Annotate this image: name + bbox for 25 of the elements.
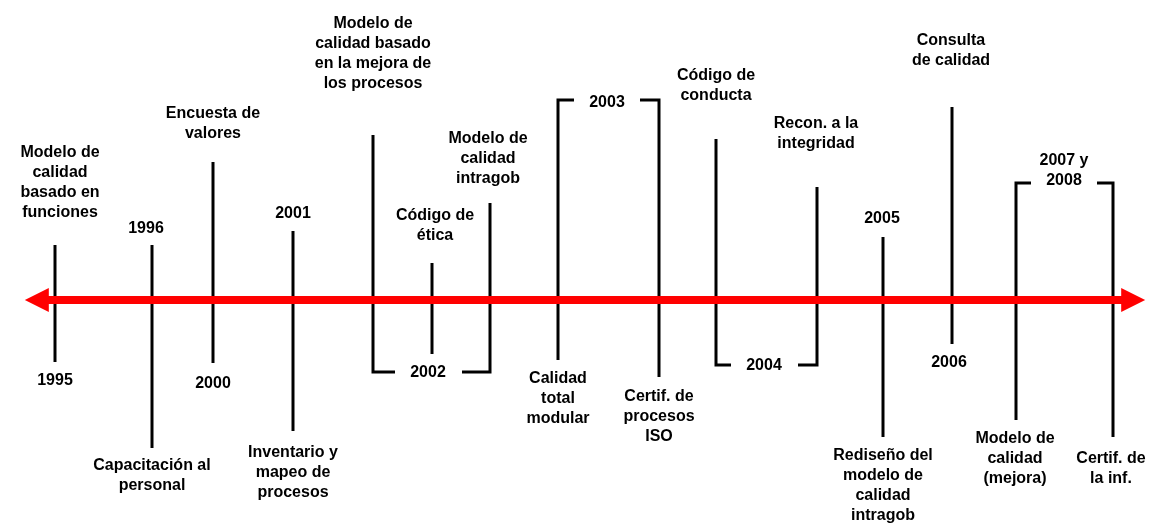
year-label: 2004 xyxy=(745,355,783,375)
event-label: Recon. a la integridad xyxy=(772,113,860,153)
event-label: Rediseño del modelo de calidad intragob xyxy=(832,445,934,525)
event-label: Calidad total modular xyxy=(525,368,591,428)
event-label: Código de ética xyxy=(394,205,476,245)
event-label: Certif. de la inf. xyxy=(1075,448,1147,488)
event-label: Modelo de calidad basado en funciones xyxy=(19,142,101,222)
event-label: Inventario y mapeo de procesos xyxy=(247,442,339,502)
event-label: Capacitación al personal xyxy=(92,455,212,495)
event-label: Encuesta de valores xyxy=(164,103,262,143)
event-label: Modelo de calidad (mejora) xyxy=(974,428,1056,488)
year-label: 2007 y 2008 xyxy=(1038,150,1090,190)
event-label: Consulta de calidad xyxy=(910,30,992,70)
year-label: 2002 xyxy=(409,362,447,382)
year-label: 1995 xyxy=(36,370,74,390)
year-label: 2000 xyxy=(194,373,232,393)
event-label: Modelo de calidad intragob xyxy=(447,128,529,188)
year-label: 1996 xyxy=(127,218,165,238)
year-label: 2003 xyxy=(588,92,626,112)
year-label: 2006 xyxy=(930,352,968,372)
event-label: Certif. de procesos ISO xyxy=(622,386,696,446)
year-label: 2001 xyxy=(274,203,312,223)
year-label: 2005 xyxy=(863,208,901,228)
event-label: Código de conducta xyxy=(675,65,757,105)
event-label: Modelo de calidad basado en la mejora de los procesos xyxy=(313,13,433,93)
